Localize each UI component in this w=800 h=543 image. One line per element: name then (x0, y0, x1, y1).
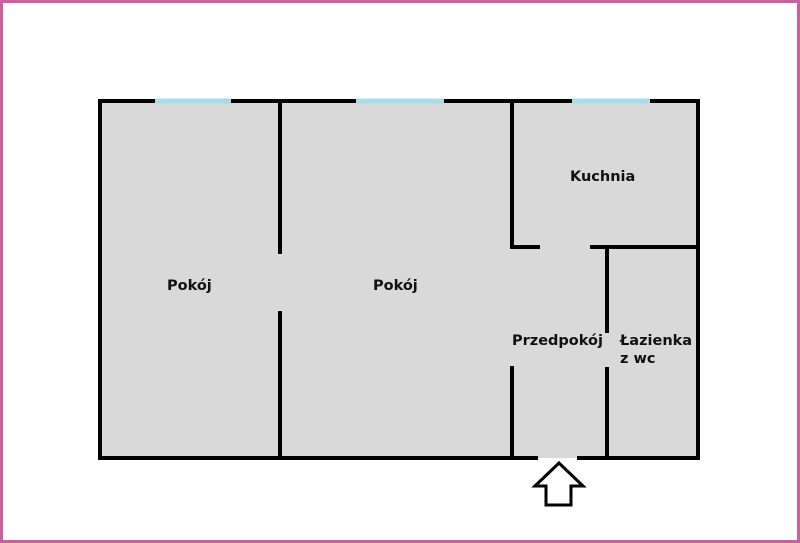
room-label-middle: Pokój (373, 278, 418, 294)
arrow-up-icon (531, 460, 587, 507)
room-label-bathroom-line1: Łazienka (619, 333, 692, 349)
room-label-left: Pokój (167, 278, 212, 294)
room-label-hallway: Przedpokój (512, 333, 603, 349)
room-label-bathroom-line2: z wc (620, 351, 655, 367)
floor-area (100, 101, 698, 458)
room-label-kitchen: Kuchnia (570, 169, 635, 185)
